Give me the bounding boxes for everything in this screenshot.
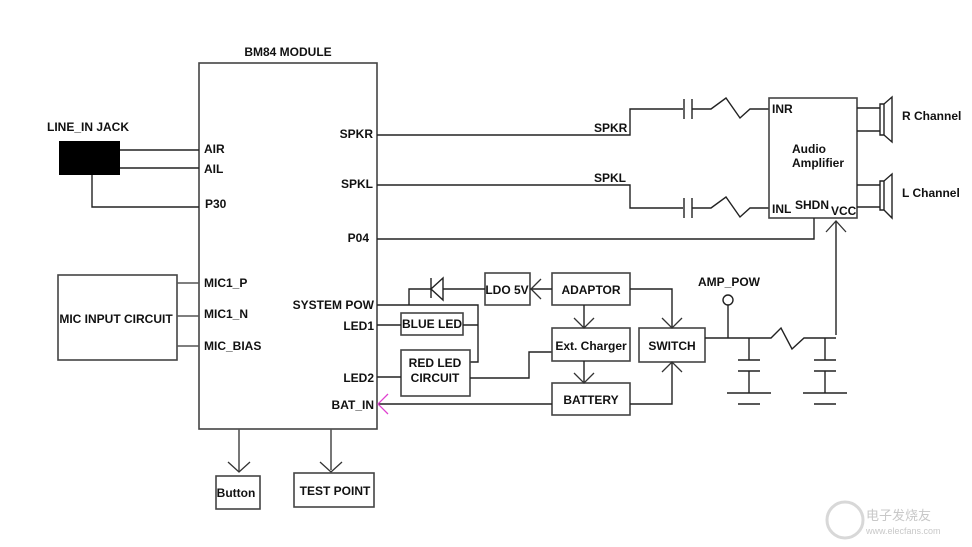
pin-p04: P04 — [348, 231, 370, 245]
mic-input-block — [57, 274, 178, 361]
red-led-label-1: RED LED — [409, 356, 462, 370]
blue-led-label: BLUE LED — [402, 317, 462, 331]
watermark-url: www.elecfans.com — [865, 526, 941, 536]
battery-label: BATTERY — [563, 393, 618, 407]
diode-icon — [429, 276, 444, 302]
spkl-wire — [377, 184, 683, 209]
amp-label-line1: Audio — [792, 142, 826, 156]
pin-air: AIR — [204, 142, 225, 156]
test-point-block — [293, 472, 375, 508]
switch-top-arrow-icon — [661, 317, 683, 329]
amp-pow-test-point-icon — [722, 294, 734, 306]
test-point-label: TEST POINT — [300, 484, 371, 498]
l-channel-label: L Channel — [902, 186, 960, 200]
watermark: 电子发烧友 www.elecfans.com — [825, 500, 941, 540]
r-speaker-icon — [879, 95, 893, 144]
amp-pin-shdn: SHDN — [795, 198, 829, 212]
pin-spkr: SPKR — [340, 127, 374, 141]
ext-charger-block — [551, 327, 631, 362]
red-led-charger-wire — [470, 351, 552, 379]
red-led-label-2: CIRCUIT — [411, 371, 460, 385]
inl-cap-resistor — [683, 196, 769, 219]
pin-bat-in: BAT_IN — [332, 398, 374, 412]
battery-arrow-icon — [573, 372, 595, 384]
mic-input-label: MIC INPUT CIRCUIT — [59, 312, 173, 326]
battery-block — [551, 382, 631, 416]
adaptor-block — [551, 272, 631, 306]
l-speaker-icon — [879, 172, 893, 220]
button-label: Button — [217, 486, 256, 500]
switch-label: SWITCH — [648, 339, 695, 353]
r-speaker-wires — [857, 107, 880, 132]
filter-cap-1-icon — [727, 338, 771, 405]
bm84-module-block — [198, 62, 378, 430]
pin-ail: AIL — [204, 162, 223, 176]
filter-cap-2-icon — [803, 338, 847, 405]
button-block — [215, 475, 261, 510]
line-in-jack-block — [59, 141, 120, 175]
pin-p30: P30 — [205, 197, 227, 211]
test-point-arrow-icon — [319, 461, 343, 473]
button-arrow-icon — [227, 461, 251, 473]
blue-led-block — [400, 312, 464, 336]
pin-led2: LED2 — [343, 371, 374, 385]
watermark-logo-icon — [825, 500, 865, 540]
ldo-5v-label: LDO 5V — [485, 283, 528, 297]
amp-pin-vcc: VCC — [831, 204, 857, 218]
adaptor-switch-wire — [630, 288, 673, 328]
amp-pow-label: AMP_POW — [698, 275, 761, 289]
amp-label-line2: Amplifier — [792, 156, 844, 170]
amp-pow-resistor-wire — [705, 326, 836, 351]
spkr-net-label: SPKR — [594, 121, 628, 135]
red-led-block — [400, 349, 471, 397]
vcc-arrow-icon — [825, 220, 847, 233]
ext-charger-label: Ext. Charger — [555, 339, 627, 353]
l-speaker-wires — [857, 184, 880, 208]
amp-pin-inr: INR — [772, 102, 793, 116]
pin-mic-bias: MIC_BIAS — [204, 339, 261, 353]
amp-pin-inl: INL — [772, 202, 791, 216]
mic-wires — [177, 282, 199, 347]
pin-mic1-n: MIC1_N — [204, 307, 248, 321]
spkr-wire — [377, 108, 683, 136]
adaptor-label: ADAPTOR — [561, 283, 620, 297]
diode-wire — [408, 288, 485, 305]
charger-arrow-icon — [573, 317, 595, 329]
line-in-jack-label: LINE_IN JACK — [47, 120, 129, 134]
switch-block — [638, 327, 706, 363]
module-title: BM84 MODULE — [244, 45, 331, 59]
p04-shdn-wire — [377, 218, 815, 240]
pin-spkl: SPKL — [341, 177, 373, 191]
pin-mic1-p: MIC1_P — [204, 276, 247, 290]
bat-in-arrow-icon — [377, 393, 389, 415]
watermark-cn: 电子发烧友 — [866, 508, 931, 523]
audio-amplifier-block — [768, 97, 858, 219]
switch-bottom-arrow-icon — [661, 361, 683, 373]
r-channel-label: R Channel — [902, 109, 961, 123]
pin-led1: LED1 — [343, 319, 374, 333]
inr-cap-resistor — [683, 97, 769, 120]
jack-wires — [91, 149, 199, 208]
battery-switch-wire — [630, 362, 673, 405]
spkl-net-label: SPKL — [594, 171, 626, 185]
system-pow-wire — [377, 304, 479, 363]
ldo-arrow-icon — [530, 278, 542, 300]
pin-system-pow: SYSTEM POW — [293, 298, 375, 312]
